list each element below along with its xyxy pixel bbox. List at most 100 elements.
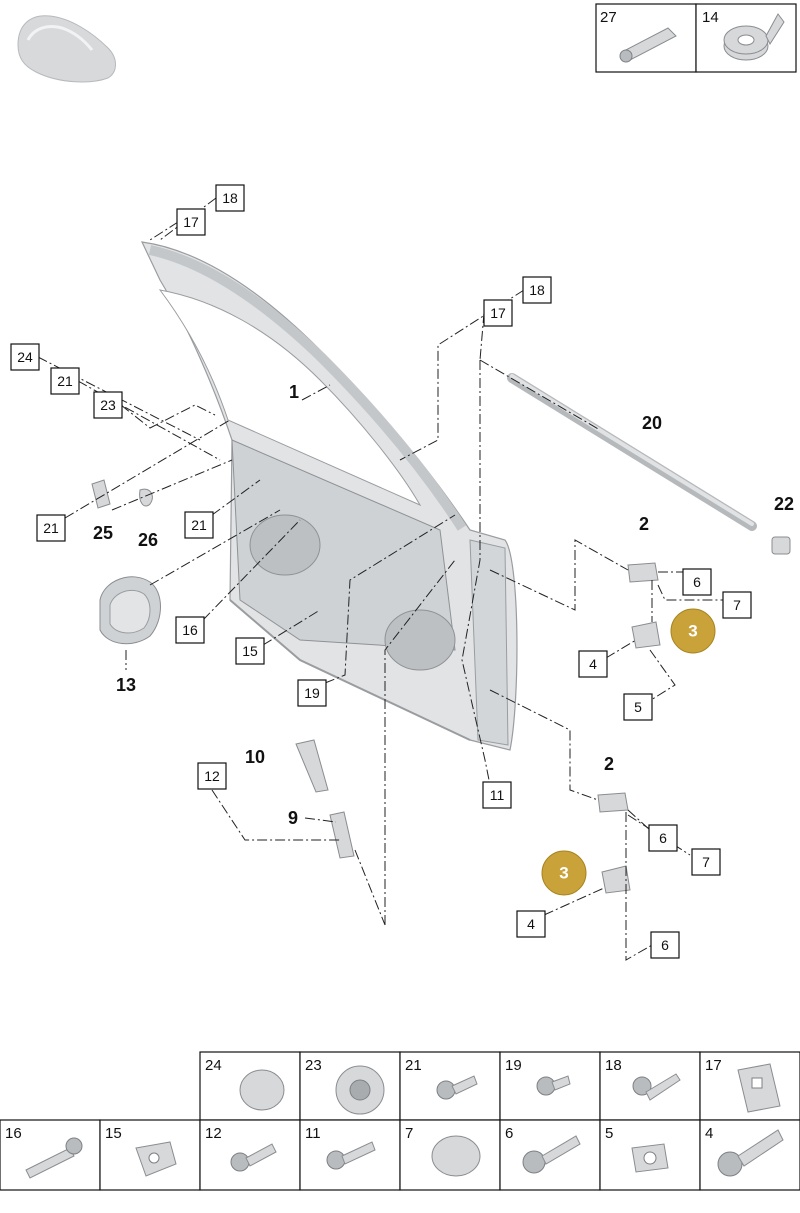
legend-num: 5	[605, 1125, 613, 1142]
callout-bold: 25	[93, 523, 113, 543]
callout-box: 18	[215, 184, 245, 212]
svg-text:21: 21	[43, 520, 59, 536]
callout-box: 23	[93, 391, 123, 419]
legend-num: 6	[505, 1125, 513, 1142]
check-strap-part	[295, 739, 355, 859]
svg-text:17: 17	[183, 214, 199, 230]
bolt-icon	[25, 1137, 83, 1179]
callout-bold: 22	[774, 494, 794, 514]
clip-25-part	[91, 479, 111, 509]
svg-text:6: 6	[659, 830, 667, 846]
svg-text:4: 4	[527, 916, 535, 932]
legend-num: 7	[405, 1125, 413, 1142]
svg-text:18: 18	[222, 190, 238, 206]
svg-text:21: 21	[57, 373, 73, 389]
door-seal-strip	[507, 373, 757, 531]
svg-text:23: 23	[100, 397, 116, 413]
legend-num: 14	[702, 9, 719, 26]
nut-icon	[631, 1143, 669, 1173]
end-cap-part	[771, 536, 791, 555]
svg-text:24: 24	[17, 349, 33, 365]
svg-text:7: 7	[702, 854, 710, 870]
callout-box: 7	[722, 591, 752, 619]
callout-box: 11	[482, 781, 512, 809]
callout-box: 15	[235, 637, 265, 665]
bolt-icon	[326, 1141, 376, 1170]
svg-text:21: 21	[191, 517, 207, 533]
callout-box: 4	[578, 650, 608, 678]
legend-num: 15	[105, 1125, 122, 1142]
legend-num: 17	[705, 1057, 722, 1074]
callout-box: 21	[184, 511, 214, 539]
legend-num: 18	[605, 1057, 622, 1074]
cap-icon	[239, 1069, 285, 1111]
callout-box: 21	[50, 367, 80, 395]
svg-text:15: 15	[242, 643, 258, 659]
bolt-icon	[436, 1075, 478, 1100]
callout-box: 6	[650, 931, 680, 959]
svg-text:6: 6	[693, 574, 701, 590]
vehicle-thumbnail	[17, 15, 116, 83]
legend-num: 24	[205, 1057, 222, 1074]
bolt-icon	[717, 1129, 784, 1177]
callout-box: 24	[10, 343, 40, 371]
legend-num: 19	[505, 1057, 522, 1074]
svg-text:3: 3	[688, 622, 697, 641]
boxed-callouts: 18 17 18 17 24 21 23 21 21 16 15 19 12 1…	[10, 184, 752, 959]
callout-bold: 2	[639, 514, 649, 534]
legend-num: 12	[205, 1125, 222, 1142]
tape-roll-icon	[723, 13, 785, 61]
callout-box: 6	[682, 568, 712, 596]
bold-callouts: 1 20 22 2 25 26 13 10 2 9	[93, 382, 794, 828]
grease-tube-icon	[619, 27, 677, 63]
legend-num: 27	[600, 9, 617, 26]
nut-icon	[135, 1141, 177, 1177]
legend-num: 4	[705, 1125, 713, 1142]
legend-row-1: 24 23 21 19 18 17	[199, 1051, 800, 1121]
bolt-icon	[522, 1135, 581, 1174]
svg-text:12: 12	[204, 768, 220, 784]
legend-num: 11	[305, 1125, 321, 1142]
hinge-upper-part	[627, 562, 661, 649]
clip-26-part	[139, 488, 153, 507]
svg-text:18: 18	[529, 282, 545, 298]
bolt-icon	[536, 1075, 571, 1096]
callout-bold: 2	[604, 754, 614, 774]
legend-num: 16	[5, 1125, 22, 1142]
callout-bold: 13	[116, 675, 136, 695]
callout-bold: 1	[289, 382, 299, 402]
callout-bold: 9	[288, 808, 298, 828]
legend-num: 21	[405, 1057, 422, 1074]
screw-icon	[632, 1073, 681, 1101]
svg-text:16: 16	[182, 622, 198, 638]
legend-num: 23	[305, 1057, 322, 1074]
callout-box: 6	[648, 824, 678, 852]
callout-box: 19	[297, 679, 327, 707]
door-shell	[140, 241, 518, 751]
cover-13-part	[99, 576, 161, 645]
callout-bold: 26	[138, 530, 158, 550]
svg-text:5: 5	[634, 699, 642, 715]
clip-icon	[737, 1063, 781, 1113]
callout-bold: 10	[245, 747, 265, 767]
callout-circle: 3	[541, 850, 587, 896]
svg-text:6: 6	[661, 937, 669, 953]
callout-box: 17	[483, 299, 513, 327]
svg-text:19: 19	[304, 685, 320, 701]
svg-text:17: 17	[490, 305, 506, 321]
svg-text:7: 7	[733, 597, 741, 613]
leader-lines	[37, 197, 725, 961]
hinge-lower-part	[597, 792, 631, 894]
svg-text:3: 3	[559, 864, 568, 883]
callout-box: 16	[175, 616, 205, 644]
svg-text:11: 11	[490, 787, 505, 803]
callout-box: 17	[176, 208, 206, 236]
grommet-icon	[335, 1065, 385, 1115]
bolt-icon	[230, 1143, 277, 1172]
legend-row-2: 16 15 12 11 7 6 5 4	[0, 1119, 800, 1191]
cap-icon	[431, 1135, 481, 1177]
svg-text:4: 4	[589, 656, 597, 672]
legend-cell-27	[595, 3, 697, 73]
callout-circle: 3	[670, 608, 716, 654]
